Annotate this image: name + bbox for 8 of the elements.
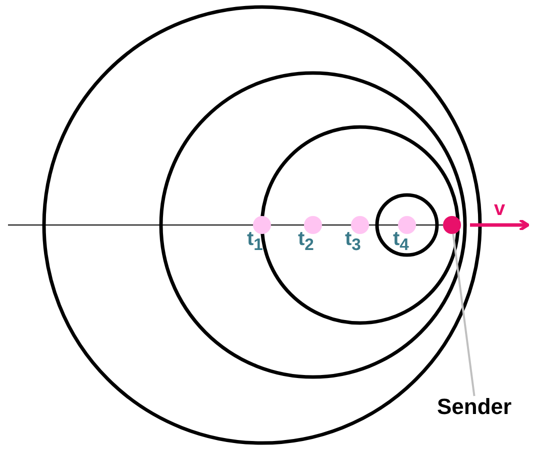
leader-line — [452, 234, 476, 396]
sender-dot — [443, 216, 461, 234]
time-label: t$_{2}$ — [298, 229, 314, 254]
time-label: t$_{4}$ — [393, 229, 409, 254]
sender-label: Sender — [437, 396, 512, 418]
time-label: t$_{3}$ — [345, 229, 361, 254]
velocity-label: v — [494, 199, 506, 219]
time-label: t$_{1}$ — [247, 229, 263, 254]
